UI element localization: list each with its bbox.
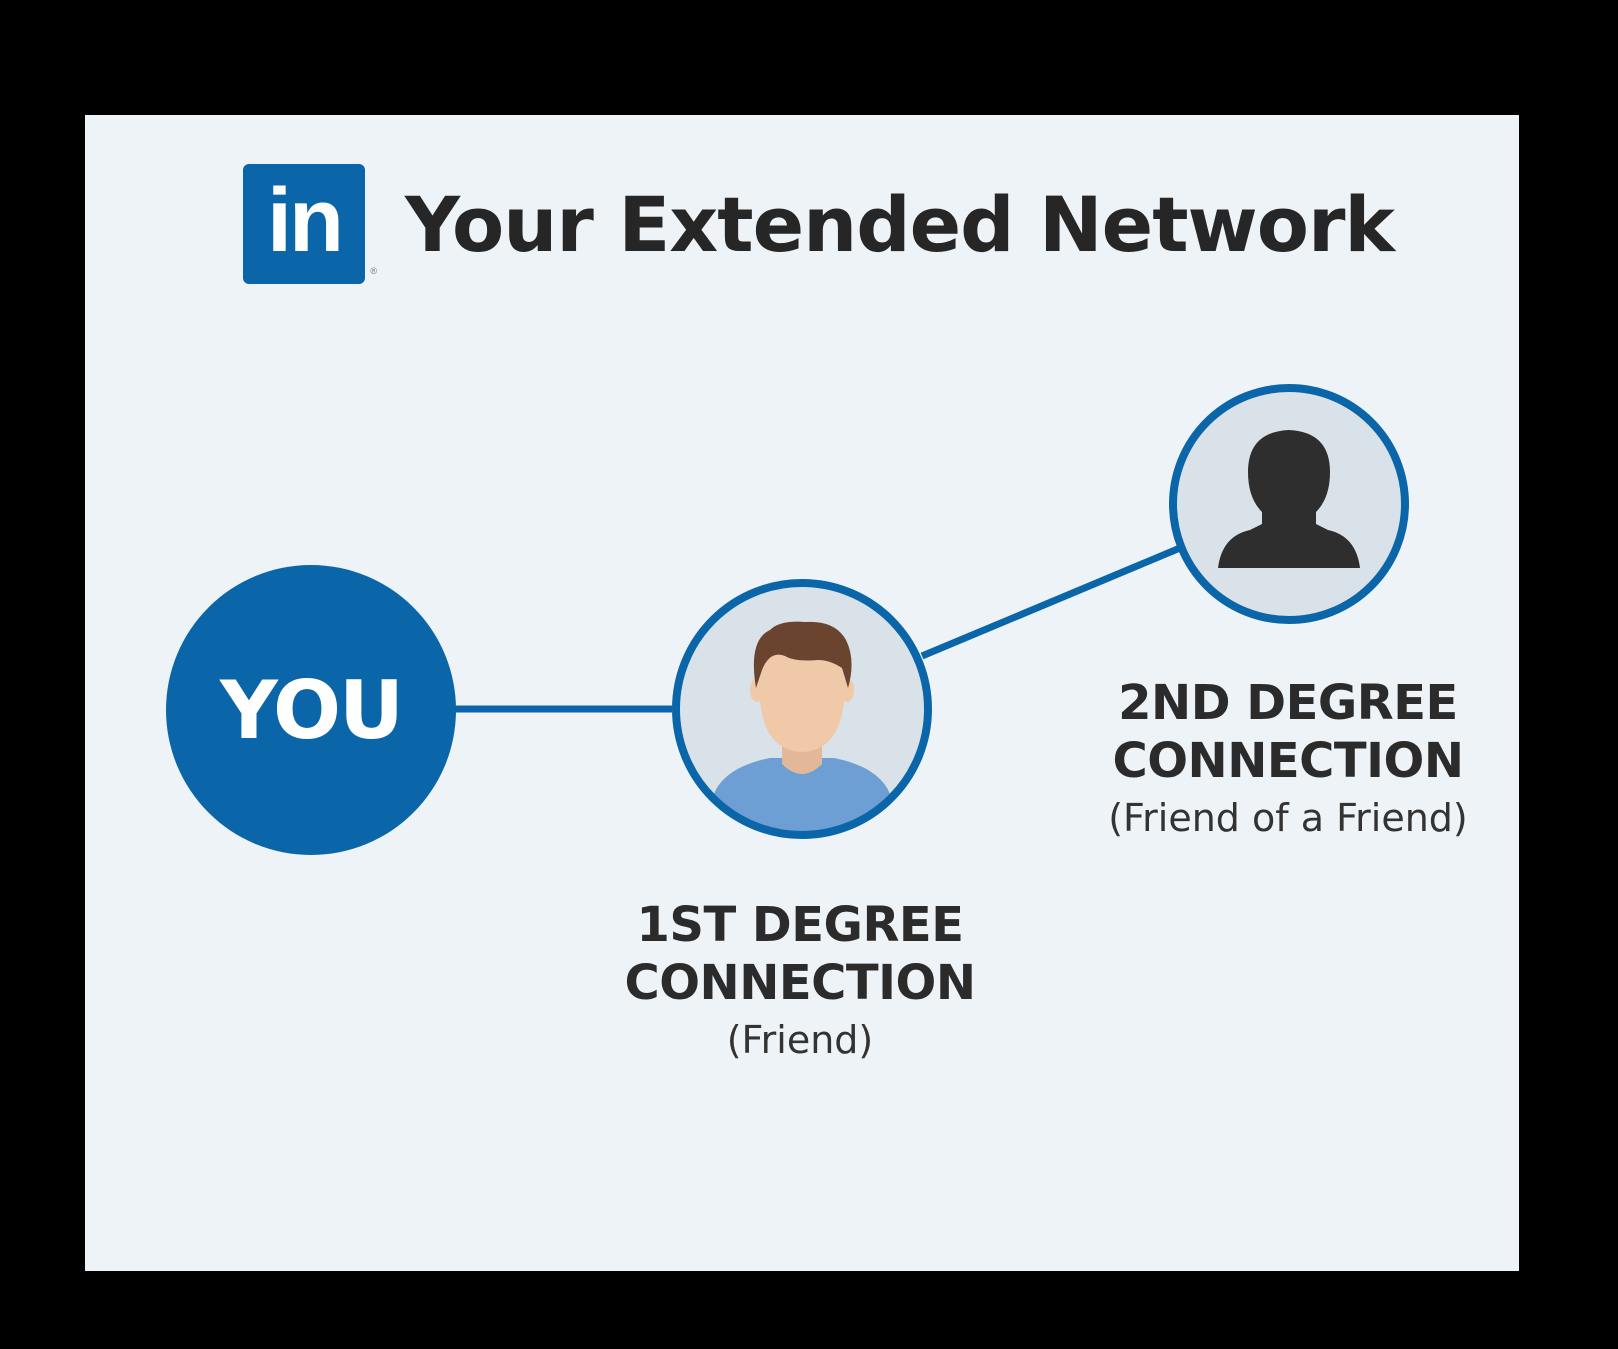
header: in ® Your Extended Network [243, 164, 1395, 284]
first-degree-subtitle: (Friend) [726, 1018, 874, 1062]
linkedin-logo-icon: in ® [243, 164, 377, 284]
you-label: YOU [219, 663, 404, 757]
you-node [166, 565, 456, 855]
registered-mark: ® [370, 266, 377, 276]
first-degree-title-line2: CONNECTION [624, 955, 976, 1011]
second-degree-label: 2ND DEGREE CONNECTION (Friend of a Frien… [1068, 674, 1508, 846]
second-degree-title-line1: 2ND DEGREE [1118, 675, 1458, 731]
person-silhouette-icon [1218, 430, 1360, 568]
page-title: Your Extended Network [405, 179, 1395, 269]
second-degree-title-line2: CONNECTION [1112, 733, 1464, 789]
first-degree-label: 1ST DEGREE CONNECTION (Friend) [580, 896, 1020, 1068]
logo-text: in [267, 171, 344, 271]
first-degree-node [672, 579, 932, 839]
second-degree-node [1169, 384, 1409, 624]
first-degree-title-line1: 1ST DEGREE [636, 897, 965, 953]
second-degree-subtitle: (Friend of a Friend) [1108, 796, 1468, 840]
connector-first-to-second [920, 544, 1182, 660]
